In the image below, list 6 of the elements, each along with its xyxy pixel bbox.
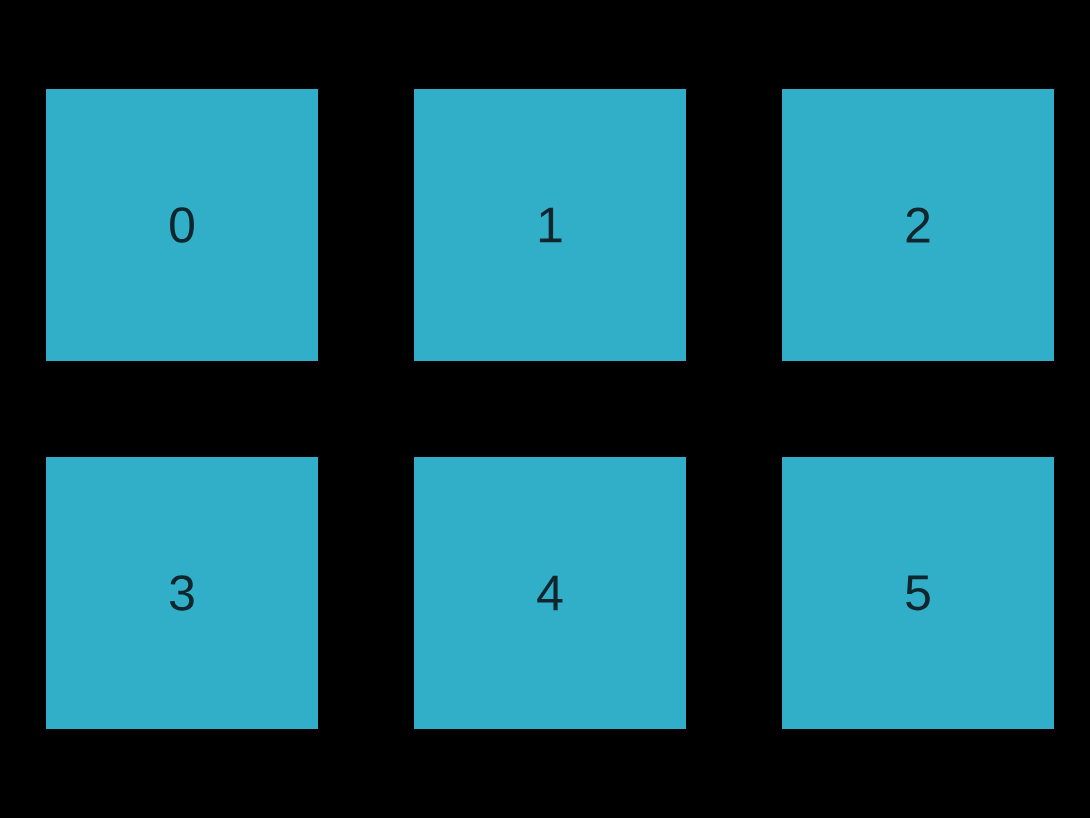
tile-box: 4	[414, 457, 686, 729]
tile-box: 3	[46, 457, 318, 729]
tile-box: 2	[782, 89, 1054, 361]
tile-box: 5	[782, 457, 1054, 729]
tile-box: 0	[46, 89, 318, 361]
tile-box: 1	[414, 89, 686, 361]
